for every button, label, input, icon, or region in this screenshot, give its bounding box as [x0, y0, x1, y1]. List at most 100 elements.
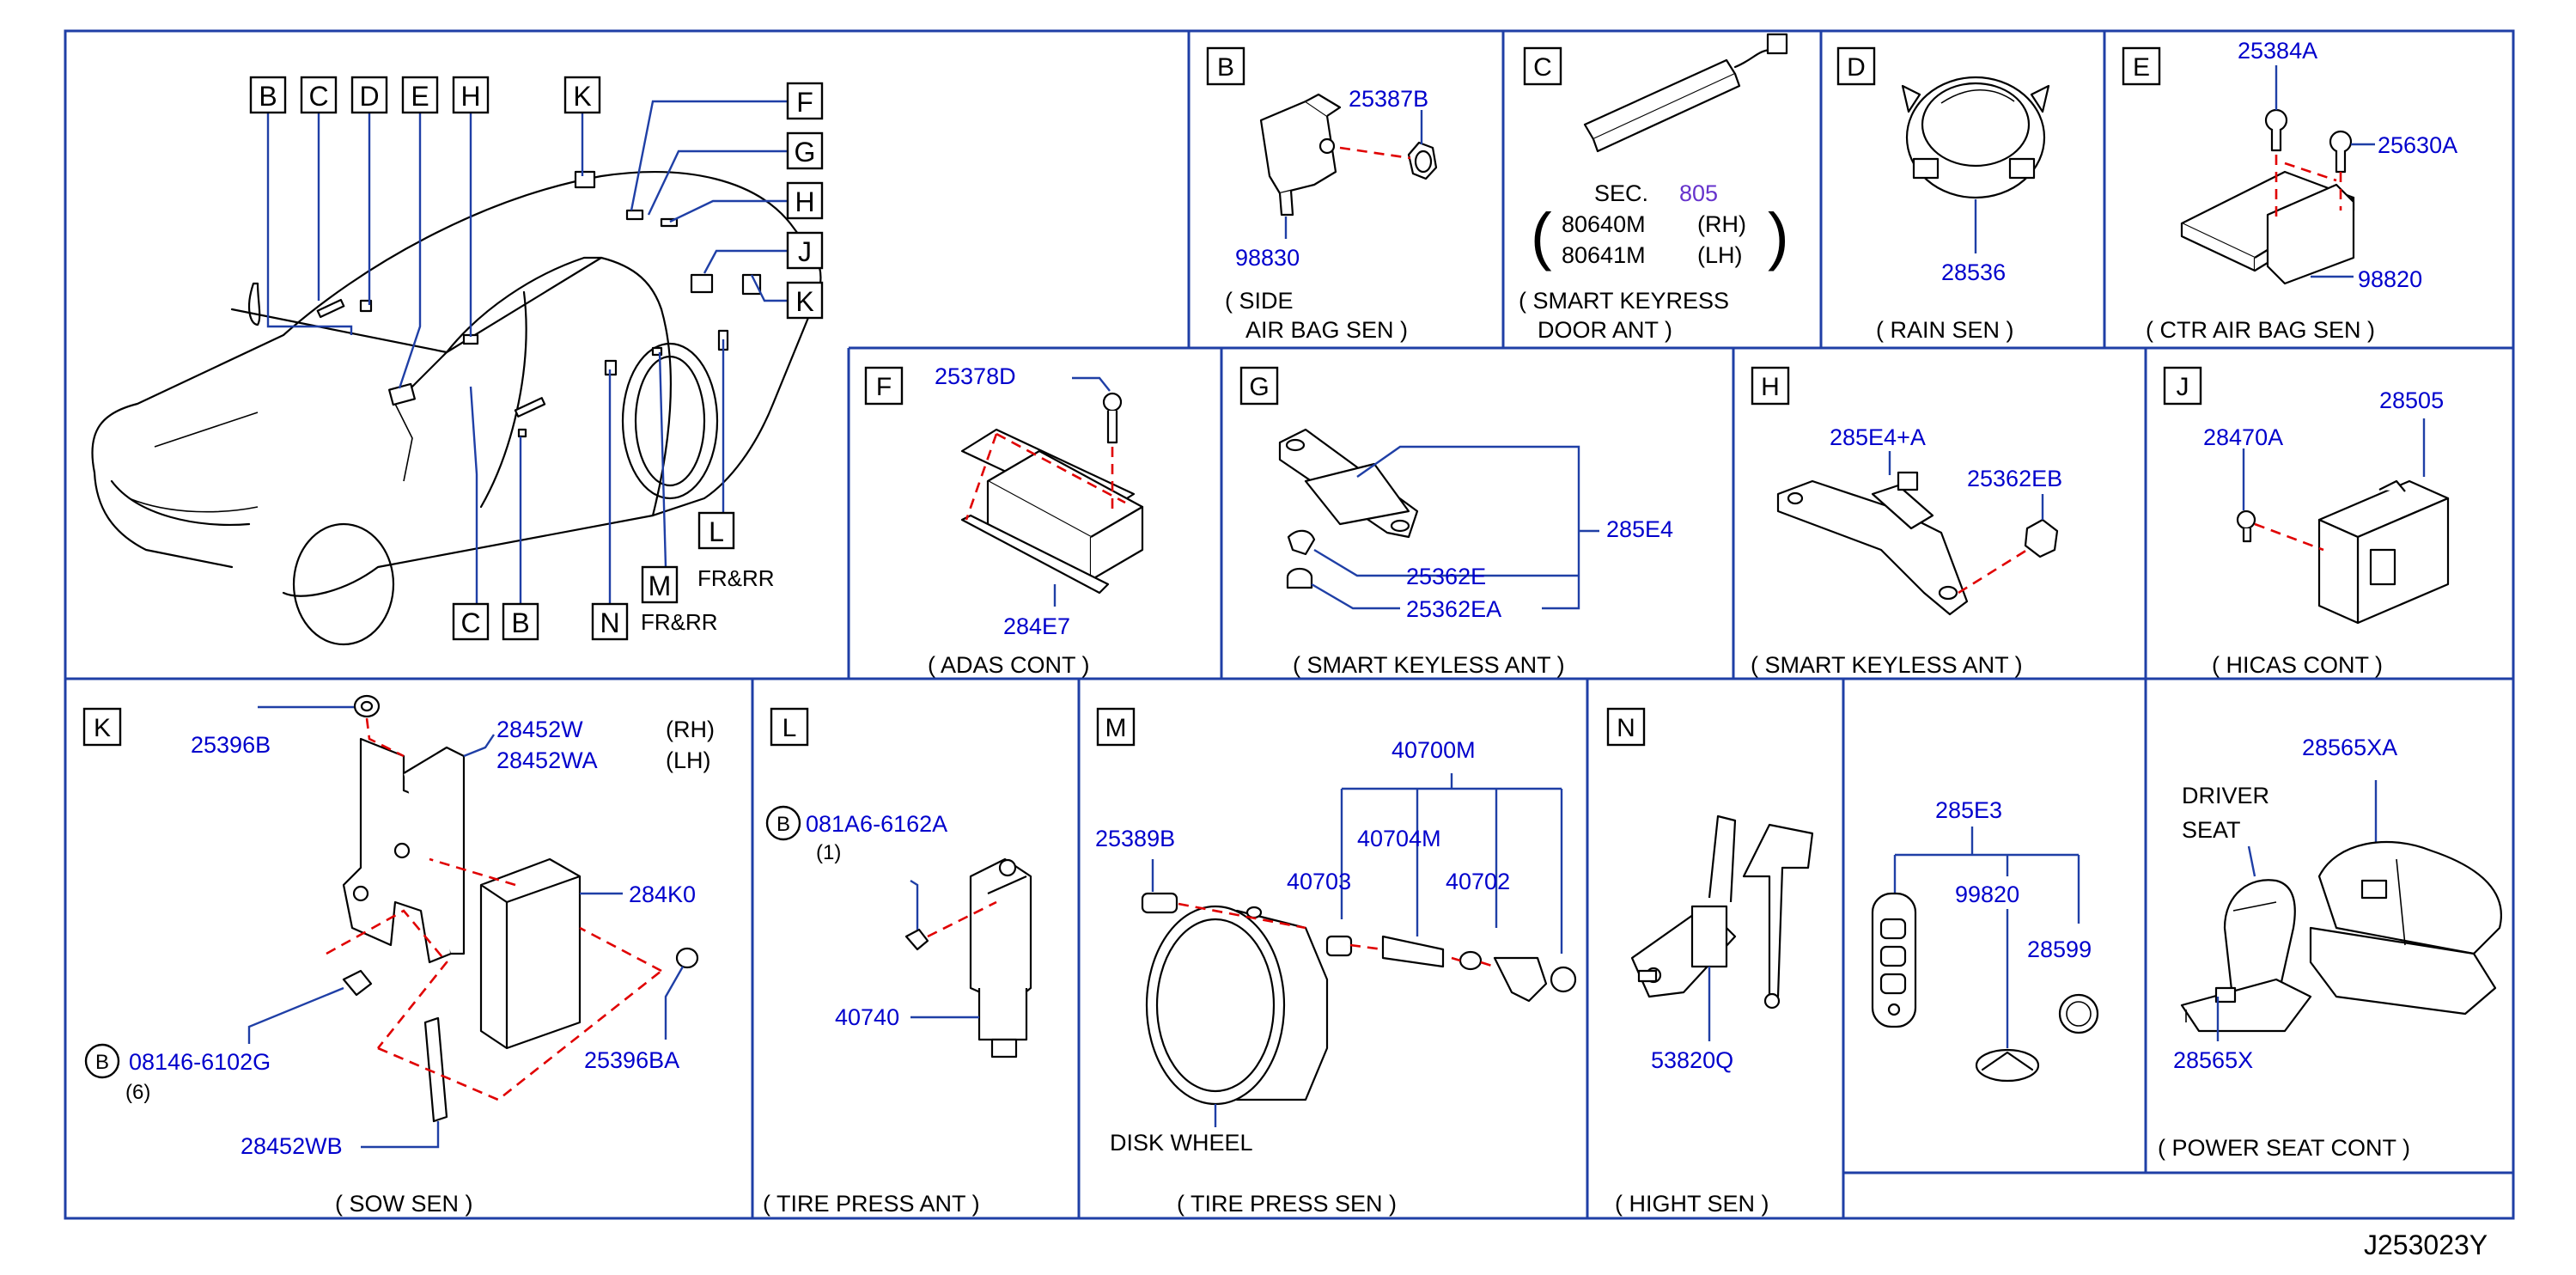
rear-seat [2309, 840, 2502, 1016]
callout-j: J [798, 236, 812, 267]
callout-k: K [573, 81, 591, 112]
caption-k: ( SOW SEN ) [335, 1191, 473, 1217]
side-lh: (LH) [1697, 242, 1743, 268]
callout-h: H [460, 81, 480, 112]
diagram-id: J253023Y [2364, 1229, 2488, 1260]
panel-letter-j: J [2177, 373, 2189, 401]
part-40704m: 40704M [1357, 826, 1441, 851]
overview-components [316, 170, 762, 438]
panel-key: 285E3 99820 28599 [1871, 797, 2099, 1083]
part-28599: 28599 [2027, 936, 2092, 962]
part-28452wb: 28452WB [241, 1133, 343, 1159]
caption-c-line2: DOOR ANT ) [1538, 317, 1672, 343]
part-25396b: 25396B [191, 732, 271, 758]
part-081a6-6162a: 081A6-6162A [806, 811, 947, 837]
part-28536: 28536 [1941, 259, 2006, 285]
key-battery [2058, 993, 2099, 1034]
caption-c-line1: ( SMART KEYRESS [1519, 288, 1729, 314]
panel-h: H 285E4+A 25362EB ( SMART KEYLESS ANT ) [1751, 366, 2062, 678]
height-sensor [1630, 814, 1814, 1010]
part-25396ba: 25396BA [584, 1047, 679, 1073]
bolt-ref-l: B [776, 813, 790, 836]
callout-m-note: FR&RR [641, 609, 718, 635]
panel-c: C SEC. 805 ( ) 80640M (RH) 80641M (LH) (… [1519, 33, 1789, 343]
part-25362ea: 25362EA [1406, 596, 1501, 622]
key-fob [1871, 892, 1917, 1028]
callout-g: G [795, 137, 816, 168]
bolt-ref-k: B [95, 1051, 109, 1074]
callout-n: N [600, 607, 619, 638]
caption-power-seat: ( POWER SEAT CONT ) [2158, 1135, 2410, 1161]
center-airbag-sensor [2180, 108, 2355, 285]
caption-n: ( HIGHT SEN ) [1615, 1191, 1769, 1217]
callout-e: E [411, 81, 429, 112]
hicas-control-unit [2236, 479, 2450, 625]
door-antenna [1583, 33, 1788, 153]
part-40740: 40740 [835, 1004, 899, 1030]
callout-b2: B [511, 607, 529, 638]
callout-c: C [308, 81, 328, 112]
part-40702: 40702 [1446, 869, 1510, 894]
part-80641m: 80641M [1562, 242, 1646, 268]
part-98820: 98820 [2358, 266, 2422, 292]
adas-control-unit [960, 392, 1144, 595]
side-airbag-sensor [1259, 93, 1342, 217]
bolt-qty-l: (1) [816, 841, 841, 864]
part-28565x: 28565X [2173, 1047, 2253, 1073]
frame-lines [64, 29, 2515, 1220]
part-25362eb: 25362EB [1967, 466, 2062, 491]
panel-letter-g: G [1249, 373, 1269, 401]
driver-seat [2180, 879, 2312, 1033]
part-25362e: 25362E [1406, 564, 1486, 589]
part-25378d: 25378D [935, 363, 1016, 389]
panel-letter-m: M [1105, 714, 1127, 742]
rain-sensor [1901, 76, 2050, 199]
paren-open: ( [1531, 200, 1552, 271]
seat-label: SEAT [2182, 817, 2241, 843]
side-k-lh: (LH) [666, 747, 711, 773]
tire-pressure-antenna [904, 857, 1032, 1058]
panel-letter-c: C [1533, 53, 1552, 82]
side-rh: (RH) [1697, 211, 1746, 237]
panel-letter-e: E [2133, 53, 2150, 82]
part-99820: 99820 [1955, 882, 2019, 907]
caption-l: ( TIRE PRESS ANT ) [763, 1191, 980, 1217]
callout-f: F [796, 87, 813, 118]
panel-letter-b: B [1217, 53, 1234, 82]
panel-n: N 53820Q ( HIGHT SEN ) [1606, 707, 1814, 1217]
emblem [1975, 1048, 2040, 1083]
caption-j: ( HICAS CONT ) [2212, 652, 2383, 678]
caption-d: ( RAIN SEN ) [1876, 317, 2014, 343]
keyless-antenna-bracket [1278, 428, 1419, 589]
sow-sensor-bracket [342, 694, 699, 1123]
part-28452wa: 28452WA [496, 747, 598, 773]
panel-b: B 25387B 98830 ( SIDE AIR BAG SEN ) [1206, 46, 1438, 343]
panel-letter-n: N [1617, 714, 1635, 742]
bolt-qty-k: (6) [125, 1081, 150, 1104]
panel-j: J 28505 28470A ( HICAS CONT ) [2163, 366, 2450, 678]
part-28470a: 28470A [2203, 424, 2283, 450]
tire-pressure-sensor [1141, 892, 1577, 1106]
sec-number: 805 [1679, 180, 1718, 206]
callout-c2: C [460, 607, 480, 638]
callout-k2: K [795, 286, 813, 317]
panel-letter-k: K [94, 714, 111, 742]
part-285e4: 285E4 [1606, 516, 1673, 542]
part-40703: 40703 [1287, 869, 1351, 894]
panel-l: L B 081A6-6162A (1) 40740 ( TIRE PRESS A… [763, 707, 1032, 1217]
panel-g: G 285E4 25362E 25362EA ( SMART KEYLESS A… [1239, 366, 1673, 678]
part-284k0: 284K0 [629, 882, 696, 907]
part-40700m: 40700M [1392, 737, 1476, 763]
overview-callouts-top: B C D E H K [249, 76, 601, 114]
panel-k: K 25396B 28452W (RH) 28452WA (LH) 284K0 … [82, 694, 715, 1217]
driver-label: DRIVER [2182, 783, 2269, 808]
overview-callouts-right: F G H J K [786, 82, 824, 320]
sec-prefix: SEC. [1594, 180, 1648, 206]
part-08146-6102g: 08146-6102G [129, 1049, 271, 1075]
disk-wheel-label: DISK WHEEL [1110, 1130, 1253, 1156]
callout-b: B [259, 81, 277, 112]
car-outline [91, 171, 822, 646]
caption-h: ( SMART KEYLESS ANT ) [1751, 652, 2023, 678]
caption-b-line2: AIR BAG SEN ) [1245, 317, 1408, 343]
